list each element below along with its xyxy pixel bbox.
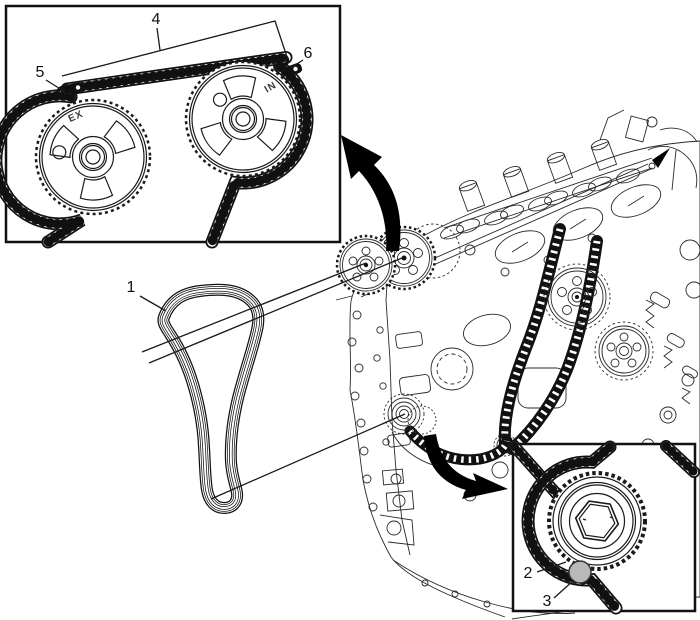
crank-sprocket-detail bbox=[547, 471, 647, 571]
cam-sprocket-inset: EX IN 4 bbox=[0, 4, 342, 249]
crank-sprocket-inset: 2 3 bbox=[508, 440, 700, 615]
callout-5: 5 bbox=[36, 64, 63, 91]
curved-arrow-to-crank-inset bbox=[424, 434, 508, 499]
leader-line-to-intake-phaser bbox=[148, 257, 403, 364]
callout-3: 3 bbox=[543, 579, 575, 610]
leader-line-to-crank-sprocket bbox=[210, 413, 406, 500]
callout-2-label: 2 bbox=[524, 565, 533, 582]
callout-2: 2 bbox=[524, 561, 567, 582]
callout-3-label: 3 bbox=[543, 593, 552, 610]
callout-1: 1 bbox=[127, 279, 167, 312]
callout-4-label: 4 bbox=[152, 11, 161, 28]
callout-6: 6 bbox=[291, 45, 313, 68]
leader-lines bbox=[141, 257, 406, 500]
right-bank-cam-phaser-upper bbox=[543, 263, 611, 331]
callout-1-label: 1 bbox=[127, 279, 136, 296]
exhaust-timing-link bbox=[56, 82, 85, 100]
exhaust-cam-sprocket: EX bbox=[34, 98, 152, 216]
primary-timing-chain bbox=[157, 283, 265, 514]
callout-6-label: 6 bbox=[304, 45, 313, 62]
small-direction-arrow bbox=[652, 148, 670, 168]
intake-cam-sprocket: IN bbox=[184, 60, 302, 178]
crank-sprocket-on-engine bbox=[383, 393, 513, 467]
intake-sprocket-label: IN bbox=[263, 80, 279, 96]
leader-line-to-exhaust-phaser bbox=[141, 262, 367, 353]
curved-arrow-to-cam-inset bbox=[341, 135, 401, 251]
right-bank-cam-phaser-lower bbox=[594, 321, 654, 381]
callout-5-label: 5 bbox=[36, 64, 45, 81]
intake-timing-link bbox=[275, 53, 303, 76]
crank-timing-mark bbox=[568, 560, 592, 584]
callout-4: 4 bbox=[61, 11, 288, 77]
